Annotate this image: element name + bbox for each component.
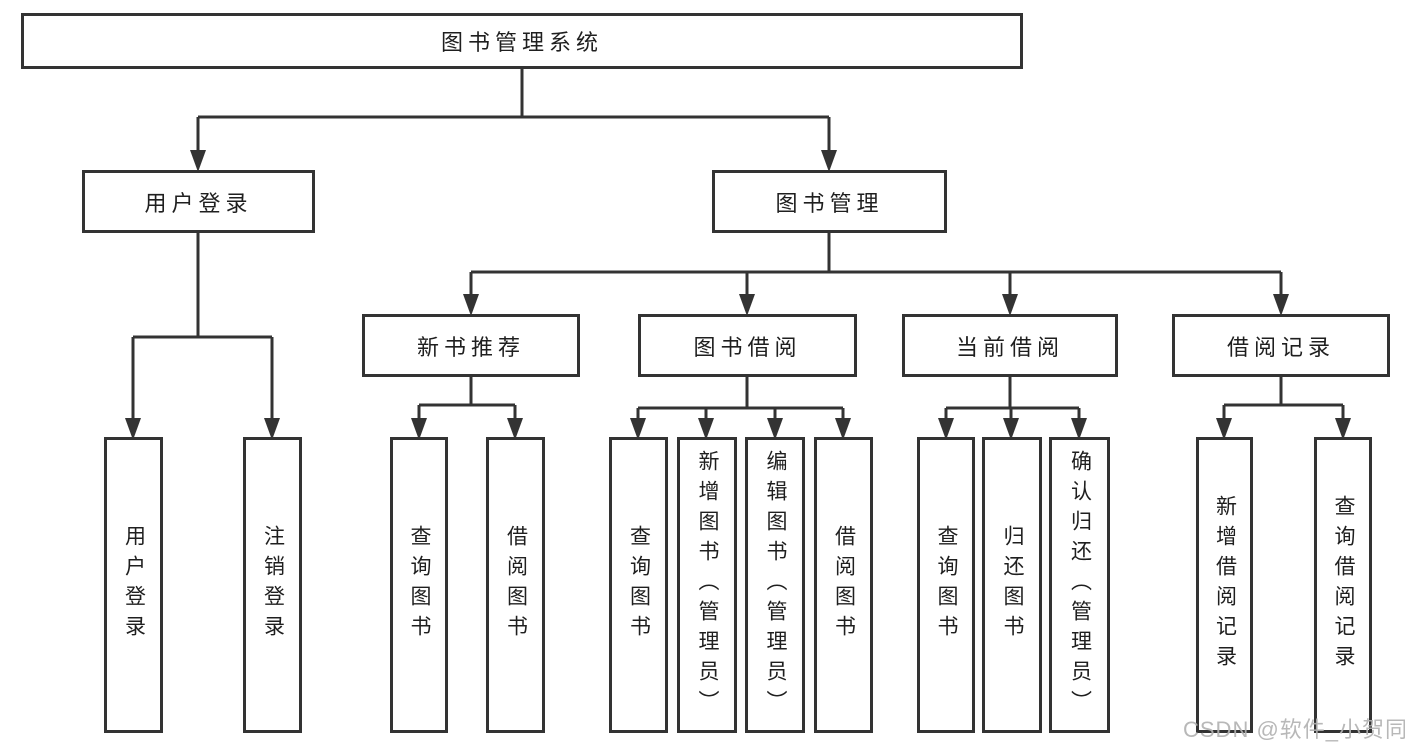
node-leaf-borrow-book-borrowing: 借阅图书 xyxy=(814,437,873,733)
arrowhead xyxy=(463,294,479,316)
node-leaf-borrow-book-recommend: 借阅图书 xyxy=(486,437,545,733)
node-leaf-edit-book-admin-label: 编辑图书（管理员） xyxy=(764,450,787,720)
node-book-management-label: 图书管理 xyxy=(775,190,884,216)
node-leaf-query-book-borrowing-label: 查询图书 xyxy=(627,525,651,645)
node-leaf-query-book-recommend-label: 查询图书 xyxy=(408,525,431,645)
node-leaf-query-book-borrowing: 查询图书 xyxy=(609,437,668,733)
node-leaf-logout-label: 注销登录 xyxy=(261,525,285,645)
connector-book-mgmt-to-level3 xyxy=(463,233,1289,316)
node-leaf-edit-book-admin: 编辑图书（管理员） xyxy=(745,437,805,733)
node-book-borrowing-label: 图书借阅 xyxy=(693,334,802,360)
node-user-login: 用户登录 xyxy=(82,170,315,233)
node-borrowing-records-label: 借阅记录 xyxy=(1226,334,1335,360)
node-leaf-logout: 注销登录 xyxy=(243,437,302,733)
node-leaf-query-book-current: 查询图书 xyxy=(917,437,975,733)
connector-book-borrow-to-leaves xyxy=(630,377,851,440)
node-leaf-query-borrow-record: 查询借阅记录 xyxy=(1314,437,1372,733)
node-new-book-recommend-label: 新书推荐 xyxy=(416,334,525,360)
node-root: 图书管理系统 xyxy=(21,13,1023,69)
node-borrowing-records: 借阅记录 xyxy=(1172,314,1390,377)
node-user-login-label: 用户登录 xyxy=(144,190,253,216)
connector-user-login-to-leaves xyxy=(125,233,280,440)
connector-root-to-level2 xyxy=(190,69,837,172)
arrowhead xyxy=(821,150,837,172)
node-current-borrowing-label: 当前借阅 xyxy=(955,334,1064,360)
arrowhead xyxy=(190,150,206,172)
node-leaf-borrow-book-borrowing-label: 借阅图书 xyxy=(832,525,856,645)
connector-borrow-records-to-leaves xyxy=(1216,377,1351,440)
node-book-borrowing: 图书借阅 xyxy=(638,314,857,377)
node-root-label: 图书管理系统 xyxy=(440,30,603,55)
node-leaf-return-book-label: 归还图书 xyxy=(1001,525,1024,645)
arrowhead xyxy=(1002,294,1018,316)
node-leaf-query-book-current-label: 查询图书 xyxy=(935,525,958,645)
node-leaf-confirm-return-admin: 确认归还（管理员） xyxy=(1049,437,1110,733)
node-leaf-query-book-recommend: 查询图书 xyxy=(390,437,448,733)
node-leaf-add-borrow-record-label: 新增借阅记录 xyxy=(1213,495,1237,675)
node-leaf-add-book-admin: 新增图书（管理员） xyxy=(677,437,737,733)
node-leaf-add-borrow-record: 新增借阅记录 xyxy=(1196,437,1253,733)
csdn-watermark: CSDN @软件_小贺同学 xyxy=(1183,717,1405,742)
node-leaf-return-book: 归还图书 xyxy=(982,437,1042,733)
node-current-borrowing: 当前借阅 xyxy=(902,314,1118,377)
node-leaf-query-borrow-record-label: 查询借阅记录 xyxy=(1332,495,1355,675)
node-leaf-user-login: 用户登录 xyxy=(104,437,163,733)
node-leaf-confirm-return-admin-label: 确认归还（管理员） xyxy=(1068,450,1092,720)
node-book-management: 图书管理 xyxy=(712,170,947,233)
connector-current-borrow-to-leaves xyxy=(938,377,1087,440)
arrowhead xyxy=(739,294,755,316)
node-new-book-recommend: 新书推荐 xyxy=(362,314,580,377)
node-leaf-borrow-book-recommend-label: 借阅图书 xyxy=(504,525,528,645)
node-leaf-add-book-admin-label: 新增图书（管理员） xyxy=(696,450,719,720)
connector-new-book-rec-to-leaves xyxy=(411,377,523,440)
node-leaf-user-login-label: 用户登录 xyxy=(122,525,146,645)
arrowhead xyxy=(1273,294,1289,316)
